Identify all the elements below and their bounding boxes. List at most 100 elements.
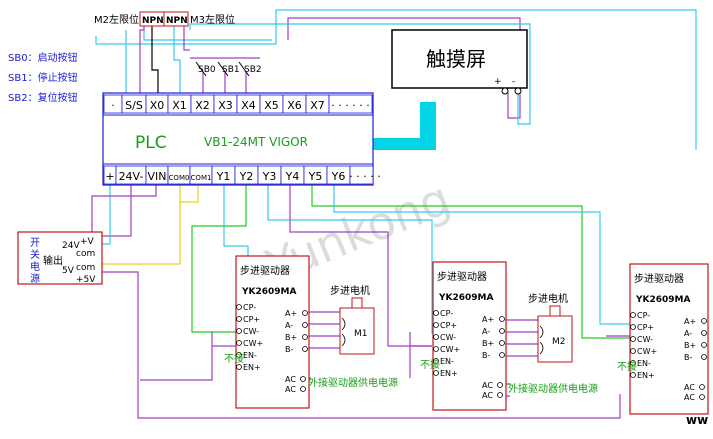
ext-power-1: 外接驱动器供电电源: [308, 376, 398, 389]
wire-npn1-b: [151, 26, 159, 94]
wire-vin: [91, 184, 157, 258]
wire-y4-driver2: [289, 184, 432, 347]
driver-pin-terminal: [499, 352, 505, 358]
psu-24v: 24V: [62, 241, 80, 251]
wire-top-cyan-1: [95, 9, 697, 150]
psu-char-2: 关: [30, 248, 40, 261]
npn-label-1: NPN: [142, 16, 164, 26]
wire-npn2-b: [183, 26, 190, 51]
driver-pin-terminal: [630, 336, 636, 342]
plc-input-label: ·: [111, 99, 115, 112]
driver-pin-label: CP+: [243, 315, 260, 324]
driver-pin-label: CP-: [440, 309, 453, 318]
npn-box-2: [163, 11, 189, 27]
comm-cable: [372, 102, 436, 150]
driver-pin-terminal: [499, 316, 505, 322]
psu-char-4: 源: [30, 272, 40, 285]
driver-pin-terminal: [236, 316, 242, 322]
motor-name: M1: [354, 329, 368, 339]
wire-top-cyan-2: [143, 30, 272, 41]
driver-pin-label: CW-: [243, 327, 259, 336]
npn-label-2: NPN: [166, 16, 188, 26]
driver-ac-label: AC: [482, 381, 493, 390]
m3-limit-label: M3左限位: [190, 13, 235, 26]
psu-output-label: 输出: [43, 254, 63, 267]
wire-y3-driver2: [267, 184, 433, 334]
driver-pin-terminal: [630, 324, 636, 330]
switch-sb2: SB2: [244, 65, 262, 75]
driver-pin-label: CP+: [440, 321, 457, 330]
driver-pin-terminal: [701, 342, 707, 348]
driver-pin-terminal: [701, 330, 707, 336]
motor-label: 步进电机: [528, 292, 568, 305]
motor-coil: [539, 325, 544, 355]
driver-pin-label: CP-: [637, 311, 650, 320]
driver-pin-label: B-: [285, 345, 293, 354]
driver-pin-label: A-: [684, 329, 692, 338]
plc-output-cell: [349, 165, 374, 185]
driver-pin-label: B+: [482, 339, 494, 348]
plc-input-label: · · · · · ·: [331, 99, 369, 112]
motor-shaft: [549, 305, 561, 317]
driver-pin-terminal: [236, 340, 242, 346]
psu-box: [17, 231, 103, 285]
driver-pin-terminal: [433, 334, 439, 340]
driver-pin-terminal: [701, 354, 707, 360]
driver-model: YK2609MA: [438, 293, 493, 303]
plc-input-label: X0: [150, 99, 165, 112]
wire-npn2-x1: [173, 26, 181, 94]
driver-pin-terminal: [630, 372, 636, 378]
m2-limit-label: M2左限位: [94, 13, 139, 26]
driver-pin-terminal: [302, 322, 308, 328]
hmi-plus-terminal: [501, 87, 509, 95]
plc-input-label: X6: [287, 99, 302, 112]
legend-sb0: SB0：启动按钮: [8, 51, 78, 64]
driver-pin-terminal: [302, 346, 308, 352]
driver-pin-terminal: [701, 318, 707, 324]
legend-sb1: SB1：停止按钮: [8, 71, 78, 84]
plc-output-label: Y4: [285, 170, 300, 183]
plc-output-label: +: [105, 170, 114, 183]
wire-cw-common-2: [409, 332, 432, 378]
driver-pin-terminal: [630, 348, 636, 354]
wire-24v-plus: [102, 184, 111, 245]
driver-pin-label: CW+: [637, 347, 657, 356]
not-connected-2: 不接: [420, 358, 440, 371]
driver-ac-label: AC: [684, 393, 695, 402]
wire-npn1-x0: [139, 26, 145, 94]
driver-title: 步进驱动器: [634, 273, 684, 285]
push-buttons: [195, 61, 250, 77]
driver-pin-terminal: [630, 312, 636, 318]
driver-pin-label: B-: [482, 351, 490, 360]
driver-pin-label: A+: [285, 309, 297, 318]
wire-hmi-minus: [189, 23, 531, 125]
psu-plus-5v: +5V: [76, 275, 96, 285]
driver-ac-terminal: [699, 394, 705, 400]
driver-model: YK2609MA: [241, 287, 296, 297]
driver-ac-terminal: [300, 376, 306, 382]
driver-pin-label: EN-: [637, 359, 651, 368]
plc-input-label: X3: [218, 99, 233, 112]
driver-pin-label: A+: [684, 317, 696, 326]
driver-pin-label: EN+: [243, 363, 261, 372]
psu-plus-v: +V: [80, 237, 95, 247]
touch-screen: 触摸屏 + -: [391, 29, 528, 95]
driver-title: 步进驱动器: [240, 265, 290, 277]
driver-pin-label: CW+: [440, 345, 460, 354]
plc-input-label: X1: [172, 99, 187, 112]
driver-pin-terminal: [302, 334, 308, 340]
driver-pin-terminal: [433, 322, 439, 328]
switching-power-supply: 开 关 电 源 输出 24V +V com com 5V +5V: [17, 231, 103, 285]
driver-pin-label: B+: [285, 333, 297, 342]
wire-y6-driver3: [333, 184, 630, 325]
hmi-minus-label: -: [512, 77, 515, 87]
wire-motor1: [308, 311, 340, 349]
driver-pin-label: CW-: [440, 333, 456, 342]
driver-pin-terminal: [302, 310, 308, 316]
plc-input-label: X4: [241, 99, 256, 112]
motor-box: [339, 307, 375, 355]
hmi-plus-label: +: [494, 77, 502, 87]
sensor-m2: NPN M2左限位: [94, 11, 165, 27]
driver-ac-terminal: [699, 384, 705, 390]
